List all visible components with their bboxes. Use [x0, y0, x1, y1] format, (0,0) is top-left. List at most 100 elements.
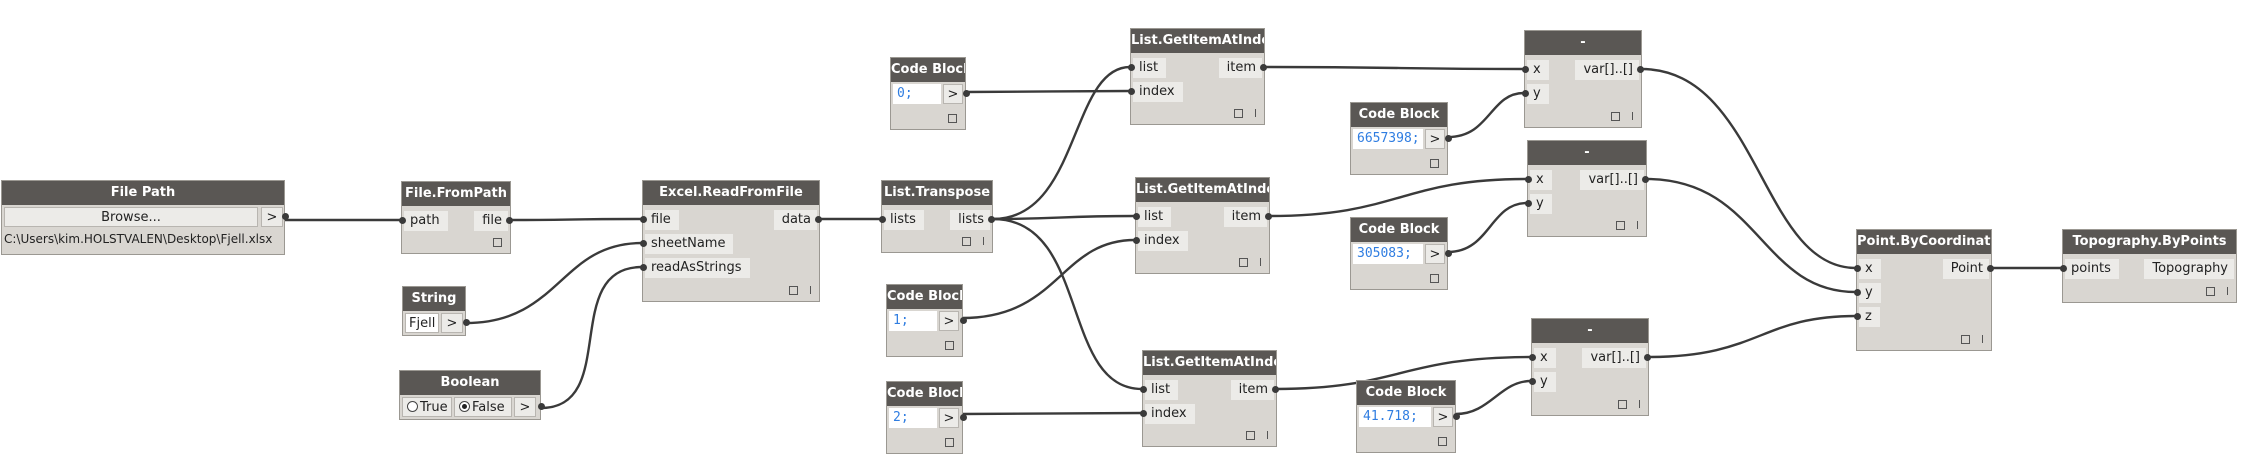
port-dot[interactable]	[1140, 410, 1147, 417]
input-port-sheetname[interactable]: sheetName	[640, 234, 734, 254]
port-dot[interactable]	[1525, 176, 1532, 183]
port-dot[interactable]	[1525, 200, 1532, 207]
code-block-node[interactable]: Code Block 305083; >	[1350, 217, 1452, 290]
port-dot[interactable]	[2060, 265, 2067, 272]
output-port-lists[interactable]: lists	[950, 210, 995, 230]
boolean-false-option[interactable]: False	[454, 397, 512, 417]
code-block-node[interactable]: Code Block 41.718; >	[1356, 380, 1460, 453]
boolean-node[interactable]: Boolean True False >	[399, 370, 545, 420]
preview-toggle-icon[interactable]	[1961, 334, 1970, 344]
point-by-coordinates-node[interactable]: Point.ByCoordinates x y z Point	[1854, 229, 1994, 351]
port-dot[interactable]	[1128, 64, 1135, 71]
port-dot[interactable]	[640, 264, 647, 271]
port-dot[interactable]	[1140, 386, 1147, 393]
code-editor[interactable]: 1;	[889, 311, 937, 331]
output-port-var[interactable]: var[]..[]	[1580, 170, 1649, 190]
input-port-points[interactable]: points	[2060, 259, 2119, 279]
subtract-node[interactable]: - x y var[]..[]	[1529, 318, 1651, 416]
port-dot[interactable]	[1133, 213, 1140, 220]
output-arrow-button[interactable]: >	[261, 207, 283, 227]
list-getitematindex-node[interactable]: List.GetItemAtIndex list index item	[1133, 177, 1272, 274]
port-dot[interactable]	[506, 217, 513, 224]
output-arrow-button[interactable]: >	[1433, 407, 1453, 427]
output-port-dot[interactable]	[960, 414, 967, 421]
port-dot[interactable]	[640, 216, 647, 223]
port-dot[interactable]	[1260, 64, 1267, 71]
list-getitematindex-node[interactable]: List.GetItemAtIndex list index item	[1128, 28, 1267, 125]
preview-toggle-icon[interactable]	[1438, 436, 1447, 446]
preview-toggle-icon[interactable]	[1246, 430, 1255, 440]
input-port-x[interactable]: x	[1854, 259, 1881, 279]
port-dot[interactable]	[640, 240, 647, 247]
port-dot[interactable]	[1637, 66, 1644, 73]
output-arrow-button[interactable]: >	[441, 313, 463, 333]
output-port-var[interactable]: var[]..[]	[1582, 348, 1651, 368]
port-dot[interactable]	[1265, 213, 1272, 220]
string-value-field[interactable]: Fjell	[405, 313, 439, 333]
input-port-index[interactable]: index	[1133, 231, 1188, 251]
preview-toggle-icon[interactable]	[1430, 273, 1439, 283]
output-arrow-button[interactable]: >	[939, 408, 959, 428]
output-arrow-button[interactable]: >	[1425, 129, 1445, 149]
radio-selected-icon[interactable]	[459, 401, 470, 412]
code-editor[interactable]: 6657398;	[1353, 129, 1423, 149]
string-node[interactable]: String Fjell >	[402, 286, 470, 336]
port-dot[interactable]	[879, 216, 886, 223]
output-port-topography[interactable]: Topography	[2144, 259, 2234, 279]
output-port-dot[interactable]	[463, 319, 470, 326]
output-arrow-button[interactable]: >	[943, 84, 963, 104]
browse-button[interactable]: Browse...	[4, 207, 258, 227]
port-dot[interactable]	[815, 216, 822, 223]
port-dot[interactable]	[399, 217, 406, 224]
output-port-dot[interactable]	[282, 213, 289, 220]
port-dot[interactable]	[1529, 354, 1536, 361]
input-port-y[interactable]: y	[1522, 84, 1549, 104]
list-transpose-node[interactable]: List.Transpose lists lists	[879, 180, 995, 253]
input-port-index[interactable]: index	[1128, 82, 1183, 102]
preview-toggle-icon[interactable]	[1618, 399, 1627, 409]
port-dot[interactable]	[1854, 289, 1861, 296]
preview-toggle-icon[interactable]	[1616, 220, 1625, 230]
code-editor[interactable]: 41.718;	[1359, 407, 1431, 427]
port-dot[interactable]	[1133, 237, 1140, 244]
output-port-dot[interactable]	[1445, 135, 1452, 142]
output-port-dot[interactable]	[1445, 250, 1452, 257]
output-port-dot[interactable]	[963, 90, 970, 97]
preview-toggle-icon[interactable]	[945, 340, 954, 350]
preview-toggle-icon[interactable]	[962, 236, 971, 246]
output-arrow-button[interactable]: >	[1425, 244, 1445, 264]
input-port-list[interactable]: list	[1128, 58, 1167, 78]
port-dot[interactable]	[988, 216, 995, 223]
output-port-file[interactable]: file	[474, 211, 513, 231]
topography-by-points-node[interactable]: Topography.ByPoints points Topography	[2060, 229, 2237, 303]
input-port-index[interactable]: index	[1140, 404, 1195, 424]
output-port-dot[interactable]	[960, 317, 967, 324]
input-port-z[interactable]: z	[1854, 307, 1880, 327]
code-block-node[interactable]: Code Block 1; >	[886, 284, 967, 357]
preview-toggle-icon[interactable]	[493, 237, 502, 247]
preview-toggle-icon[interactable]	[945, 437, 954, 447]
port-dot[interactable]	[1529, 378, 1536, 385]
port-dot[interactable]	[1854, 313, 1861, 320]
preview-toggle-icon[interactable]	[948, 113, 957, 123]
input-port-readasstrings[interactable]: readAsStrings	[640, 258, 750, 278]
input-port-x[interactable]: x	[1522, 60, 1549, 80]
preview-toggle-icon[interactable]	[1611, 111, 1620, 121]
code-editor[interactable]: 0;	[893, 84, 941, 104]
input-port-file[interactable]: file	[640, 210, 679, 230]
output-port-point[interactable]: Point	[1942, 259, 1994, 279]
radio-icon[interactable]	[407, 401, 418, 412]
preview-toggle-icon[interactable]	[2206, 286, 2215, 296]
file-path-node[interactable]: File Path Browse... > C:\Users\kim.HOLST…	[1, 180, 289, 255]
output-port-data[interactable]: data	[773, 210, 822, 230]
boolean-true-option[interactable]: True	[402, 397, 452, 417]
input-port-y[interactable]: y	[1529, 372, 1556, 392]
input-port-y[interactable]: y	[1525, 194, 1552, 214]
excel-read-from-file-node[interactable]: Excel.ReadFromFile file sheetName readAs…	[640, 180, 822, 302]
code-block-node[interactable]: Code Block 6657398; >	[1350, 102, 1452, 175]
code-editor[interactable]: 305083;	[1353, 244, 1423, 264]
output-port-item[interactable]: item	[1223, 207, 1272, 227]
output-arrow-button[interactable]: >	[939, 311, 959, 331]
preview-toggle-icon[interactable]	[1430, 158, 1439, 168]
port-dot[interactable]	[1854, 265, 1861, 272]
